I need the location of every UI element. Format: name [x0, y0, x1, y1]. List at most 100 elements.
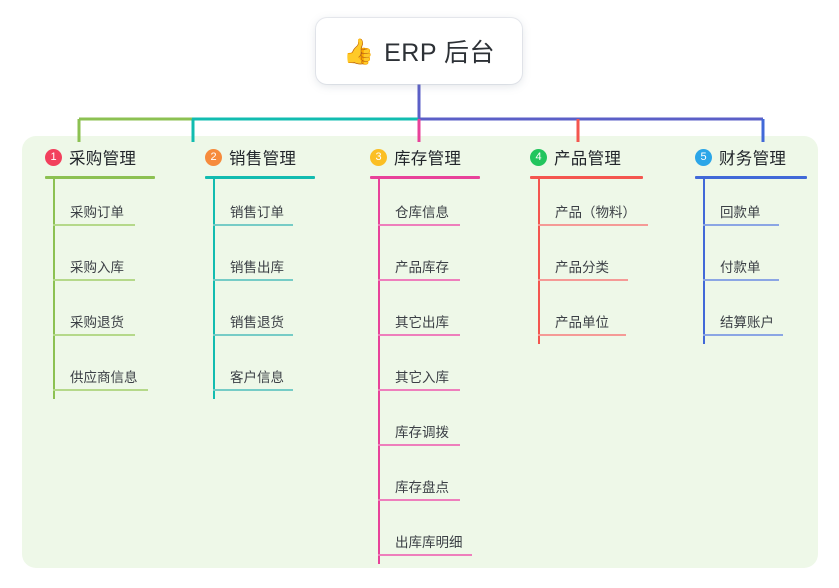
- branch-item-underline: [213, 334, 293, 336]
- branch-item-underline: [213, 389, 293, 391]
- branch-item-list: 采购订单采购入库采购退货供应商信息: [53, 179, 155, 399]
- branch-item-label: 供应商信息: [70, 370, 138, 385]
- branch-item-label: 产品单位: [555, 315, 609, 330]
- branch-header[interactable]: 1 采购管理: [45, 146, 155, 168]
- branch-title: 采购管理: [69, 150, 137, 168]
- branch-item[interactable]: 供应商信息: [53, 344, 155, 399]
- branch-spine: [703, 179, 705, 344]
- branch-item[interactable]: 客户信息: [213, 344, 315, 399]
- branch-column-5[interactable]: 5 财务管理回款单付款单结算账户: [695, 146, 807, 344]
- branch-item[interactable]: 库存调拨: [378, 399, 480, 454]
- branch-header-underline: [205, 176, 315, 179]
- branch-title: 库存管理: [394, 150, 462, 168]
- branch-column-2[interactable]: 2 销售管理销售订单销售出库销售退货客户信息: [205, 146, 315, 399]
- branch-number-badge: 1: [45, 148, 62, 166]
- branch-item[interactable]: 销售订单: [213, 179, 315, 234]
- diagram-panel: [22, 136, 818, 568]
- branch-number-badge: 4: [530, 148, 547, 166]
- branch-column-3[interactable]: 3 库存管理仓库信息产品库存其它出库其它入库库存调拨库存盘点出库库明细: [370, 146, 480, 564]
- branch-item-label: 仓库信息: [395, 205, 449, 220]
- branch-item-label: 产品分类: [555, 260, 609, 275]
- branch-item-label: 其它出库: [395, 315, 449, 330]
- branch-item-label: 其它入库: [395, 370, 449, 385]
- branch-item-underline: [53, 224, 135, 226]
- branch-header-underline: [370, 176, 480, 179]
- branch-item[interactable]: 库存盘点: [378, 454, 480, 509]
- branch-item-list: 销售订单销售出库销售退货客户信息: [213, 179, 315, 399]
- branch-column-1[interactable]: 1 采购管理采购订单采购入库采购退货供应商信息: [45, 146, 155, 399]
- branch-header-underline: [695, 176, 807, 179]
- branch-item-label: 产品（物料）: [555, 205, 636, 220]
- branch-item[interactable]: 采购入库: [53, 234, 155, 289]
- branch-item[interactable]: 其它出库: [378, 289, 480, 344]
- branch-item-underline: [378, 444, 460, 446]
- branch-header-underline: [45, 176, 155, 179]
- branch-item-label: 出库库明细: [395, 535, 463, 550]
- branch-header[interactable]: 5 财务管理: [695, 146, 807, 168]
- branch-header[interactable]: 2 销售管理: [205, 146, 315, 168]
- branch-item-underline: [538, 224, 648, 226]
- branch-header[interactable]: 3 库存管理: [370, 146, 480, 168]
- branch-number-badge: 2: [205, 148, 222, 166]
- branch-item[interactable]: 销售出库: [213, 234, 315, 289]
- branch-spine: [538, 179, 540, 344]
- branch-item[interactable]: 结算账户: [703, 289, 807, 344]
- branch-item-label: 付款单: [720, 260, 761, 275]
- branch-header-underline: [530, 176, 643, 179]
- branch-item-label: 采购退货: [70, 315, 124, 330]
- thumbs-up-icon: 👍: [342, 37, 375, 66]
- branch-item[interactable]: 产品分类: [538, 234, 643, 289]
- branch-item[interactable]: 采购退货: [53, 289, 155, 344]
- branch-item[interactable]: 产品（物料）: [538, 179, 648, 234]
- branch-item[interactable]: 产品单位: [538, 289, 643, 344]
- branch-column-4[interactable]: 4 产品管理产品（物料） 产品分类产品单位: [530, 146, 648, 344]
- branch-item-underline: [703, 224, 779, 226]
- branch-item-list: 产品（物料） 产品分类产品单位: [538, 179, 648, 344]
- branch-number-badge: 5: [695, 148, 712, 166]
- branch-spine: [53, 179, 55, 399]
- branch-item-underline: [378, 334, 460, 336]
- branch-item[interactable]: 出库库明细: [378, 509, 480, 564]
- branch-item-label: 结算账户: [720, 315, 774, 330]
- branch-item-underline: [53, 279, 135, 281]
- branch-title: 产品管理: [554, 150, 622, 168]
- branch-item-label: 采购入库: [70, 260, 124, 275]
- branch-item-underline: [213, 279, 293, 281]
- branch-header[interactable]: 4 产品管理: [530, 146, 643, 168]
- branch-item[interactable]: 其它入库: [378, 344, 480, 399]
- branch-item-underline: [378, 499, 460, 501]
- branch-item[interactable]: 采购订单: [53, 179, 155, 234]
- branch-item-underline: [213, 224, 293, 226]
- root-node-title: ERP 后台: [384, 39, 496, 67]
- branch-title: 销售管理: [229, 150, 297, 168]
- branch-item-list: 仓库信息产品库存其它出库其它入库库存调拨库存盘点出库库明细: [378, 179, 480, 564]
- branch-item-list: 回款单付款单结算账户: [703, 179, 807, 344]
- branch-item[interactable]: 产品库存: [378, 234, 480, 289]
- branch-item-underline: [378, 389, 460, 391]
- branch-item-underline: [378, 224, 460, 226]
- branch-spine: [378, 179, 380, 564]
- branch-item-underline: [703, 334, 783, 336]
- branch-item-underline: [378, 554, 472, 556]
- branch-item-label: 回款单: [720, 205, 761, 220]
- branch-item[interactable]: 回款单: [703, 179, 807, 234]
- branch-item-label: 库存调拨: [395, 425, 449, 440]
- branch-item[interactable]: 销售退货: [213, 289, 315, 344]
- branch-item[interactable]: 仓库信息: [378, 179, 480, 234]
- branch-item-label: 销售退货: [230, 315, 284, 330]
- branch-item[interactable]: 付款单: [703, 234, 807, 289]
- branch-item-label: 产品库存: [395, 260, 449, 275]
- branch-item-underline: [378, 279, 460, 281]
- branch-item-underline: [538, 279, 628, 281]
- branch-item-underline: [703, 279, 779, 281]
- branch-item-label: 采购订单: [70, 205, 124, 220]
- branch-item-underline: [538, 334, 626, 336]
- branch-title: 财务管理: [719, 150, 787, 168]
- branch-item-label: 销售订单: [230, 205, 284, 220]
- branch-item-underline: [53, 334, 135, 336]
- branch-item-underline: [53, 389, 148, 391]
- branch-number-badge: 3: [370, 148, 387, 166]
- branch-item-label: 库存盘点: [395, 480, 449, 495]
- root-node-card[interactable]: 👍 ERP 后台: [316, 18, 522, 84]
